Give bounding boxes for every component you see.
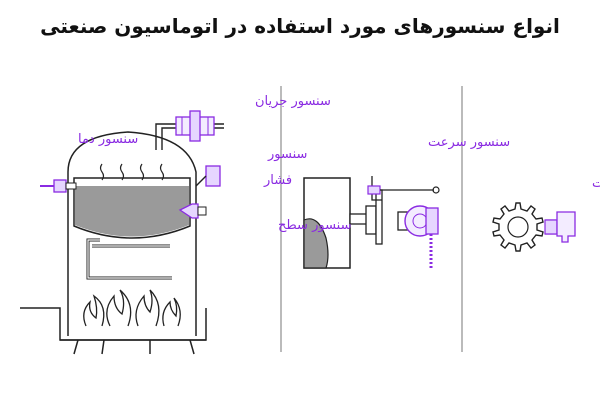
level-sensor-icon [178,203,207,219]
label-speed-sensor: سنسور سرعت [428,135,510,150]
label-temperature-sensor: سنسور دما [78,132,138,147]
flue-pipe [155,123,224,150]
flames [83,289,181,327]
position-sensor-assembly [492,202,576,252]
label-pressure-sensor-line1: سنسور [267,147,307,162]
label-position-sensor: سنسور موقعیت [592,176,600,191]
speed-sensor-assembly [303,176,440,269]
vapor-lines [99,163,165,181]
tank-liquid [75,186,189,237]
flow-sensor-icon [175,110,215,142]
diagram-title: انواع سنسورهای مورد استفاده در اتوماسیون… [40,14,560,38]
boiler-tank [20,131,207,355]
temperature-sensor-icon [40,179,77,193]
pressure-sensor-icon [195,165,221,187]
label-flow-sensor: سنسور جریان [255,94,331,109]
label-pressure-sensor-line2: فشار [263,173,292,188]
label-level-sensor: سنسور سطح [278,218,352,233]
